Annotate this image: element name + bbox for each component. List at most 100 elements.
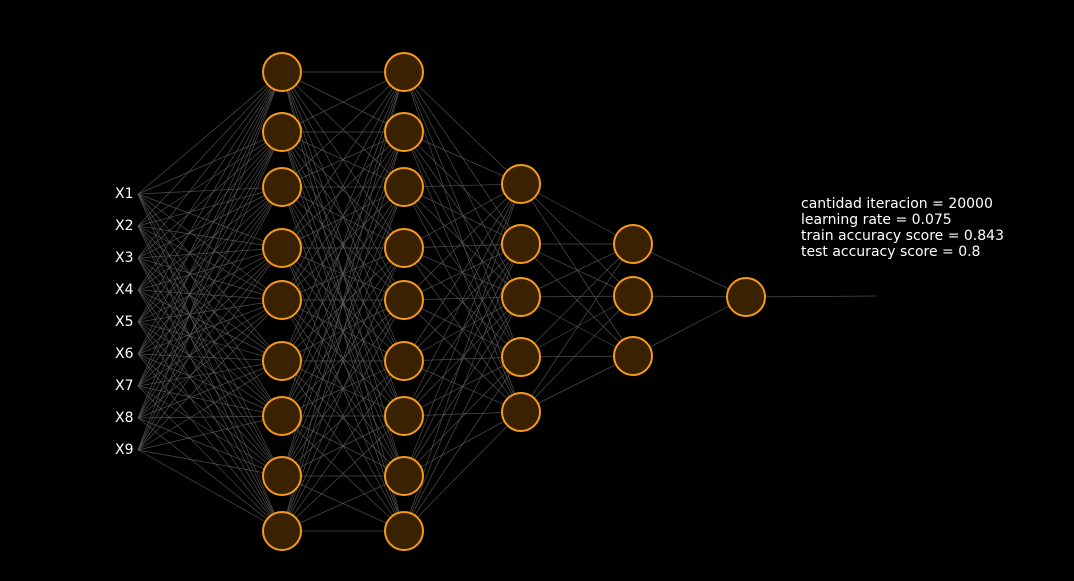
connection-l2-5-to-l3-5: [403, 299, 522, 413]
connection-l3-4-to-l4-1: [520, 243, 634, 358]
connection-input-6-to-h1-4: [137, 247, 283, 355]
connection-l3-1-to-l4-2: [520, 183, 634, 297]
connection-input-3-to-h1-2: [137, 131, 283, 259]
connection-l2-8-to-l3-4: [403, 356, 522, 477]
connection-input-9-to-h1-5: [137, 299, 283, 451]
neuron-layer2-8: [384, 456, 424, 496]
connection-input-5-to-h1-1: [137, 71, 283, 323]
connection-l1-9-to-l2-4: [281, 247, 405, 532]
connection-l1-8-to-l2-6: [281, 360, 405, 477]
input-label-x4: X4: [115, 282, 134, 298]
neuron-layer3-2: [501, 224, 541, 264]
connection-input-1-to-h1-2: [137, 131, 283, 195]
connection-l2-3-to-l3-2: [403, 186, 522, 245]
connection-input-4-to-h1-8: [137, 289, 283, 477]
connection-input-8-to-h1-9: [137, 417, 283, 532]
connection-input-5-to-h1-6: [137, 321, 283, 362]
connection-input-1-to-h1-5: [137, 193, 283, 301]
connection-input-3-to-h1-8: [137, 257, 283, 477]
neuron-layer2-9: [384, 511, 424, 551]
connection-input-7-to-h1-7: [137, 385, 283, 417]
input-label-x9: X9: [115, 442, 134, 458]
connection-l2-9-to-l3-2: [403, 243, 522, 532]
connection-l2-6-to-l3-1: [403, 183, 522, 362]
connection-input-3-to-h1-3: [137, 186, 283, 259]
connection-input-5-to-h1-3: [137, 186, 283, 323]
connection-l1-8-to-l2-4: [281, 247, 405, 477]
connection-l1-9-to-l2-2: [281, 131, 405, 532]
connection-l3-2-to-l4-3: [520, 243, 634, 357]
connection-input-2-to-h1-3: [137, 186, 283, 227]
connection-input-9-to-h1-7: [137, 415, 283, 451]
connection-input-6-to-h1-9: [137, 353, 283, 532]
connection-l2-8-to-l3-2: [403, 243, 522, 477]
connection-input-4-to-h1-9: [137, 289, 283, 532]
output-neuron: [726, 277, 766, 317]
connection-input-3-to-h1-4: [137, 247, 283, 259]
connection-l3-4-to-l4-2: [520, 295, 634, 358]
connection-l2-9-to-l3-4: [403, 356, 522, 532]
test-accuracy-text: test accuracy score = 0.8: [801, 244, 981, 260]
connection-input-2-to-h1-2: [137, 131, 283, 227]
neuron-layer2-2: [384, 112, 424, 152]
connection-input-4-to-h1-5: [137, 289, 283, 301]
connection-input-6-to-h1-2: [137, 131, 283, 355]
neuron-layer3-5: [501, 392, 541, 432]
connection-input-2-to-h1-6: [137, 225, 283, 362]
connection-l2-2-to-l3-1: [403, 131, 522, 185]
train-accuracy-text: train accuracy score = 0.843: [801, 228, 1004, 244]
connections-group: [137, 71, 877, 532]
connection-input-8-to-h1-3: [137, 186, 283, 419]
connection-input-7-to-h1-8: [137, 385, 283, 477]
neuron-layer2-3: [384, 167, 424, 207]
neuron-layer1-5: [262, 280, 302, 320]
neuron-layer3-3: [501, 277, 541, 317]
connection-input-8-to-h1-5: [137, 299, 283, 419]
connection-input-3-to-h1-9: [137, 257, 283, 532]
connection-l2-1-to-l3-3: [403, 71, 522, 298]
connection-input-1-to-h1-1: [137, 71, 283, 195]
connection-input-4-to-h1-1: [137, 71, 283, 291]
connection-l1-9-to-l2-7: [281, 415, 405, 532]
connection-input-7-to-h1-4: [137, 247, 283, 387]
connection-input-3-to-h1-1: [137, 71, 283, 259]
connection-input-7-to-h1-1: [137, 71, 283, 387]
connection-input-8-to-h1-1: [137, 71, 283, 419]
connection-input-6-to-h1-6: [137, 353, 283, 362]
neuron-layer4-1: [613, 224, 653, 264]
connection-input-7-to-h1-3: [137, 186, 283, 387]
connection-l2-6-to-l3-2: [403, 243, 522, 362]
neuron-layer1-3: [262, 167, 302, 207]
connection-input-2-to-h1-8: [137, 225, 283, 477]
connection-l1-4-to-l2-2: [281, 131, 405, 249]
input-label-x3: X3: [115, 250, 134, 266]
input-label-x2: X2: [115, 218, 134, 234]
connection-l1-5-to-l2-1: [281, 71, 405, 301]
connection-l2-4-to-l3-1: [403, 183, 522, 249]
connection-l3-5-to-l4-3: [520, 355, 634, 413]
connection-input-9-to-h1-3: [137, 186, 283, 451]
connection-input-1-to-h1-9: [137, 193, 283, 532]
connection-input-9-to-h1-6: [137, 360, 283, 451]
connection-input-4-to-h1-3: [137, 186, 283, 291]
connection-input-1-to-h1-4: [137, 193, 283, 249]
connection-input-9-to-h1-1: [137, 71, 283, 451]
neuron-layer3-1: [501, 164, 541, 204]
connection-input-7-to-h1-6: [137, 360, 283, 387]
neuron-layer1-9: [262, 511, 302, 551]
connection-l3-1-to-l4-1: [520, 183, 634, 245]
connection-input-5-to-h1-9: [137, 321, 283, 532]
neuron-layer1-8: [262, 456, 302, 496]
connection-input-1-to-h1-7: [137, 193, 283, 417]
connection-input-5-to-h1-2: [137, 131, 283, 323]
connection-l3-3-to-l4-1: [520, 243, 634, 298]
connection-l1-6-to-l2-1: [281, 71, 405, 362]
connection-l2-9-to-l3-5: [403, 411, 522, 532]
input-label-x7: X7: [115, 378, 134, 394]
connection-l1-7-to-l2-1: [281, 71, 405, 417]
connection-l2-9-to-l3-3: [403, 296, 522, 532]
connection-l1-6-to-l2-2: [281, 131, 405, 362]
connection-input-4-to-h1-2: [137, 131, 283, 291]
neuron-layer1-6: [262, 341, 302, 381]
